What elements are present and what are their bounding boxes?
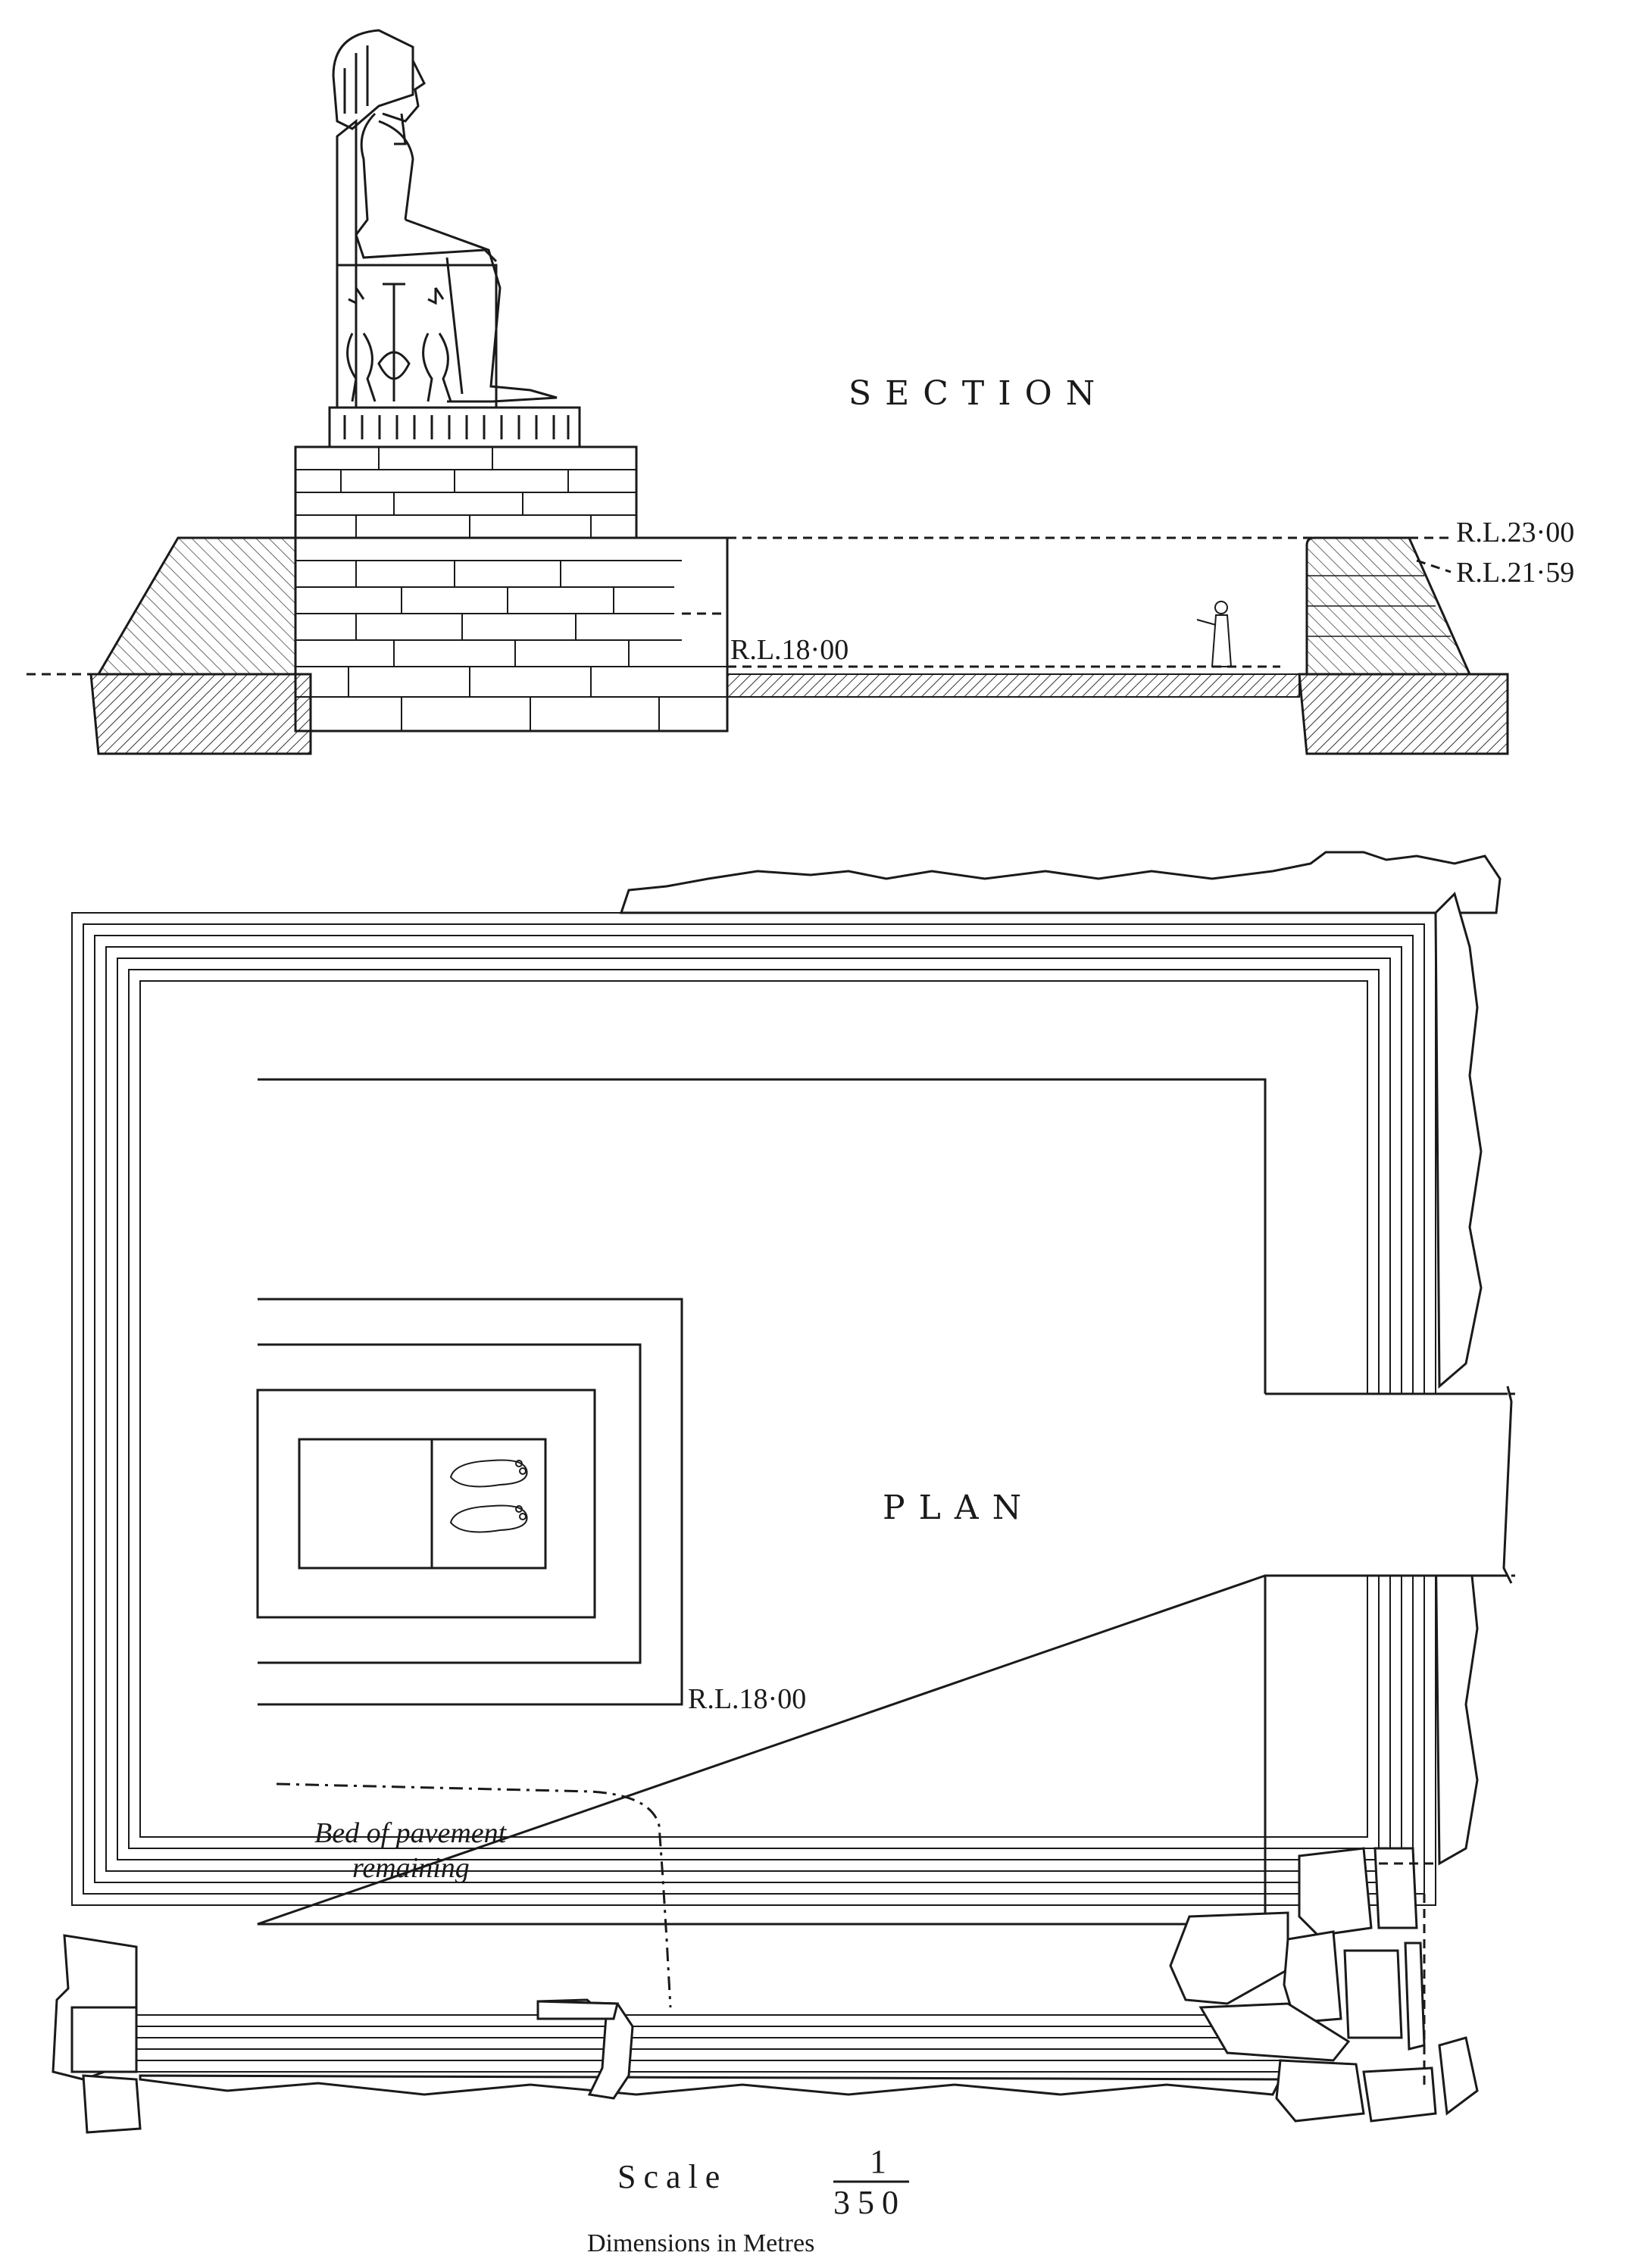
- east-gate: [1265, 1385, 1515, 1584]
- level-line-wall: [1416, 559, 1452, 573]
- rubble-top: [619, 851, 1502, 914]
- plan-title: PLAN: [883, 1489, 1035, 1527]
- pedestal-upper: [294, 445, 638, 539]
- scale-word: Scale: [617, 2158, 727, 2195]
- left-embankment: [96, 536, 297, 676]
- pavement-boundary: [276, 1782, 672, 2008]
- plan-rl: R.L.18·00: [688, 1683, 806, 1715]
- human-figure: [1196, 601, 1233, 667]
- pavement-note-line1: Bed of pavement: [314, 1817, 508, 1849]
- rubble-right: [1434, 892, 1483, 1389]
- section-view: SECTION: [27, 29, 1574, 755]
- statue-plinth: [328, 406, 581, 448]
- scale-numerator: 1: [870, 2143, 894, 2180]
- scale-block: Scale 1 350 Dimensions in Metres: [587, 2143, 909, 2257]
- outer-wall: [71, 912, 1436, 1906]
- scale-denominator: 350: [833, 2184, 906, 2221]
- section-rl-top: R.L.23·00: [1456, 517, 1574, 548]
- bottom-wall-remnant: [52, 1934, 1288, 2134]
- pavement-note-line2: remaining: [352, 1852, 470, 1884]
- dimensions-note: Dimensions in Metres: [587, 2229, 814, 2257]
- floor-slab: [727, 673, 1300, 698]
- left-foundation: [89, 673, 312, 755]
- section-rl-floor: R.L.18·00: [730, 634, 848, 666]
- right-wall-courses: [1307, 575, 1451, 637]
- section-rl-wall: R.L.21·59: [1456, 557, 1574, 589]
- right-foundation: [1298, 673, 1509, 755]
- plan-view: PLAN R.L.18·00 Bed of pavement remaining: [52, 851, 1515, 2134]
- pedestal-plan: [256, 1298, 683, 1706]
- section-title: SECTION: [848, 374, 1108, 413]
- rubble-right-lower: [1434, 1528, 1479, 1866]
- se-corner-blocks: [1169, 1847, 1479, 2123]
- statue-feet: [449, 1459, 528, 1533]
- colossus-statue: [332, 29, 558, 409]
- inner-court: [257, 1078, 1267, 1926]
- pedestal-base: [294, 536, 729, 733]
